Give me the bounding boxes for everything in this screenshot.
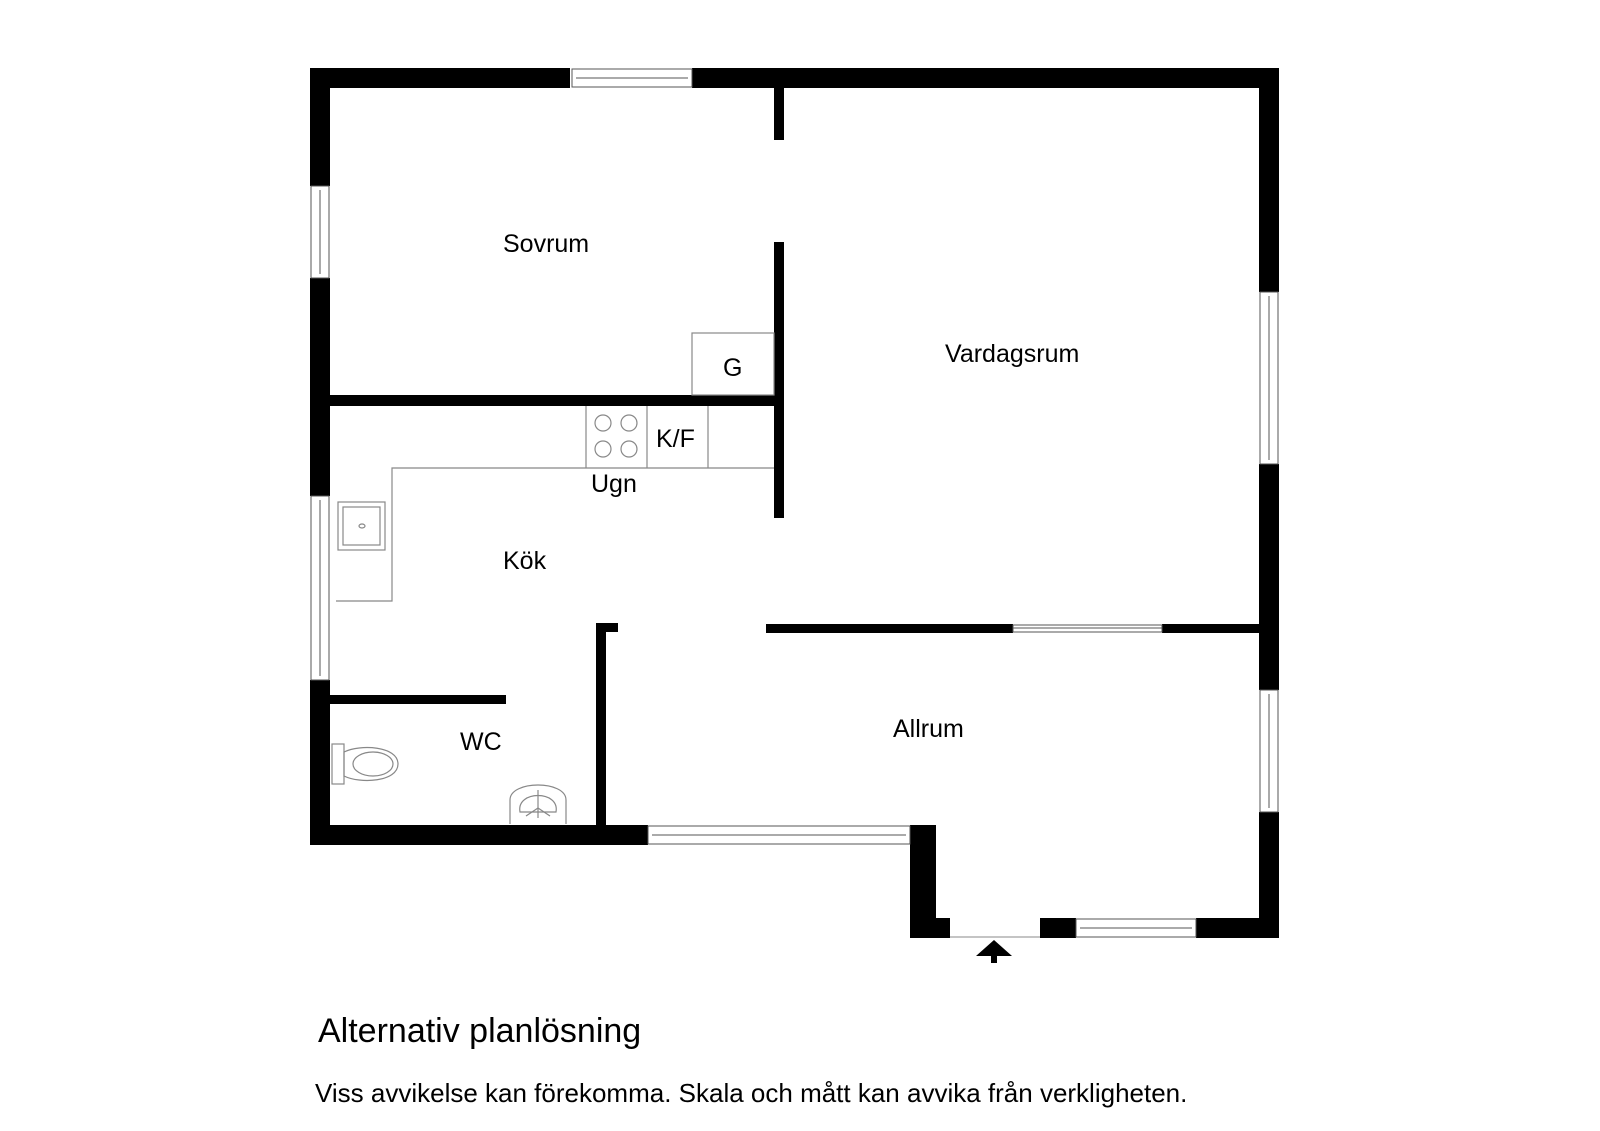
room-label-wc: WC [460,728,502,756]
room-label-vardagsrum: Vardagsrum [945,340,1079,368]
walls [310,68,1279,938]
fixture-label-ugn: Ugn [591,470,637,498]
kitchen-counter [336,467,774,602]
room-label-kok: Kök [503,547,547,575]
kitchen-sink [337,501,386,551]
entrance [950,936,1040,963]
room-label-sovrum: Sovrum [503,230,589,258]
wardrobe [691,332,775,396]
labels: Sovrum Vardagsrum Kök WC Allrum G K/F Ug… [460,230,1079,756]
plan-disclaimer: Viss avvikelse kan förekomma. Skala och … [315,1078,1188,1108]
wash-basin [509,784,567,824]
stove-burner [594,414,612,432]
room-label-allrum: Allrum [893,715,964,743]
stove-burner [594,440,612,458]
fixture-label-garderob: G [723,354,742,382]
toilet [331,743,399,785]
fixtures [331,332,775,824]
plan-title: Alternativ planlösning [318,1012,642,1050]
stove-burner [620,440,638,458]
fixture-label-kyl-frys: K/F [656,425,695,453]
windows [310,68,1279,938]
entrance-arrow-icon [976,940,1012,956]
stove-burner [620,414,638,432]
